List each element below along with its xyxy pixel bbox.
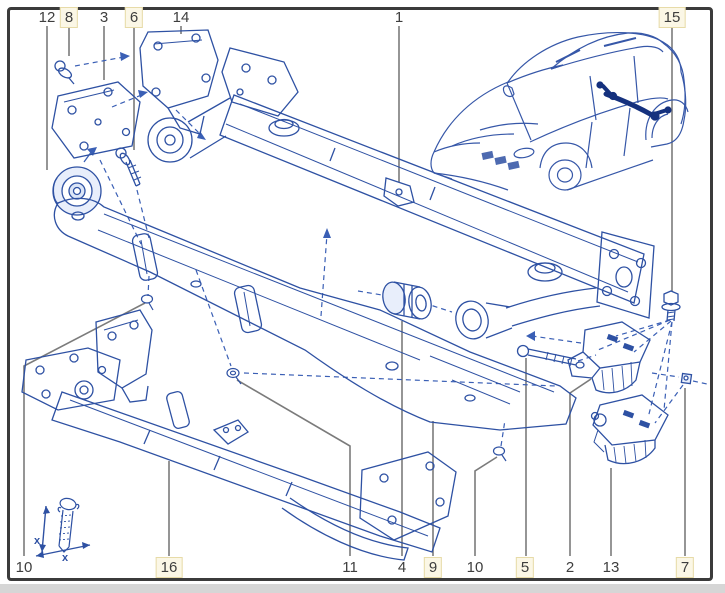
dimension-inset: x x	[34, 497, 91, 564]
callout-9[interactable]: 9	[423, 557, 443, 578]
part-bolt-15	[661, 290, 681, 322]
callout-3[interactable]: 3	[99, 9, 109, 26]
dimension-mark-x1: x	[34, 535, 41, 547]
part-nut-7	[680, 372, 693, 385]
callout-15[interactable]: 15	[658, 7, 686, 28]
callout-13[interactable]: 13	[602, 559, 620, 576]
connector-lines	[74, 56, 708, 447]
callout-10-left[interactable]: 10	[15, 559, 33, 576]
part-screw-11	[226, 367, 242, 385]
callout-8[interactable]: 8	[59, 7, 79, 28]
part-bolt-5	[516, 344, 577, 367]
callout-10-right[interactable]: 10	[466, 559, 484, 576]
callout-4[interactable]: 4	[397, 559, 407, 576]
callout-1[interactable]: 1	[394, 9, 404, 26]
callout-12[interactable]: 12	[38, 9, 56, 26]
part-bracket-13	[590, 394, 669, 465]
part-screw-10-left	[140, 294, 154, 311]
callout-7[interactable]: 7	[675, 557, 695, 578]
callout-2[interactable]: 2	[565, 559, 575, 576]
part-bracket-2	[567, 321, 651, 394]
part-screw-10-right	[492, 446, 507, 462]
vehicle-inset	[430, 31, 689, 191]
dimension-mark-x2: x	[62, 552, 69, 564]
callout-5[interactable]: 5	[515, 557, 535, 578]
part-bolt-6	[115, 147, 142, 187]
part-bushing-12	[52, 166, 102, 216]
part-axle-beam-lower	[21, 309, 457, 561]
bottom-strip	[0, 584, 725, 593]
callout-11[interactable]: 11	[342, 559, 358, 576]
part-mounting-plate-3	[51, 81, 141, 159]
part-crossmember	[53, 197, 577, 431]
leader-lines	[23, 26, 686, 556]
part-bolt-8	[54, 60, 75, 85]
part-bushing-4	[382, 281, 432, 320]
part-axle-beam-upper	[147, 47, 655, 340]
callout-14[interactable]: 14	[172, 9, 190, 26]
callout-6[interactable]: 6	[124, 7, 144, 28]
callout-16[interactable]: 16	[155, 557, 183, 578]
axle-location-highlight	[596, 81, 672, 121]
part-mounting-bracket-14	[139, 29, 219, 135]
